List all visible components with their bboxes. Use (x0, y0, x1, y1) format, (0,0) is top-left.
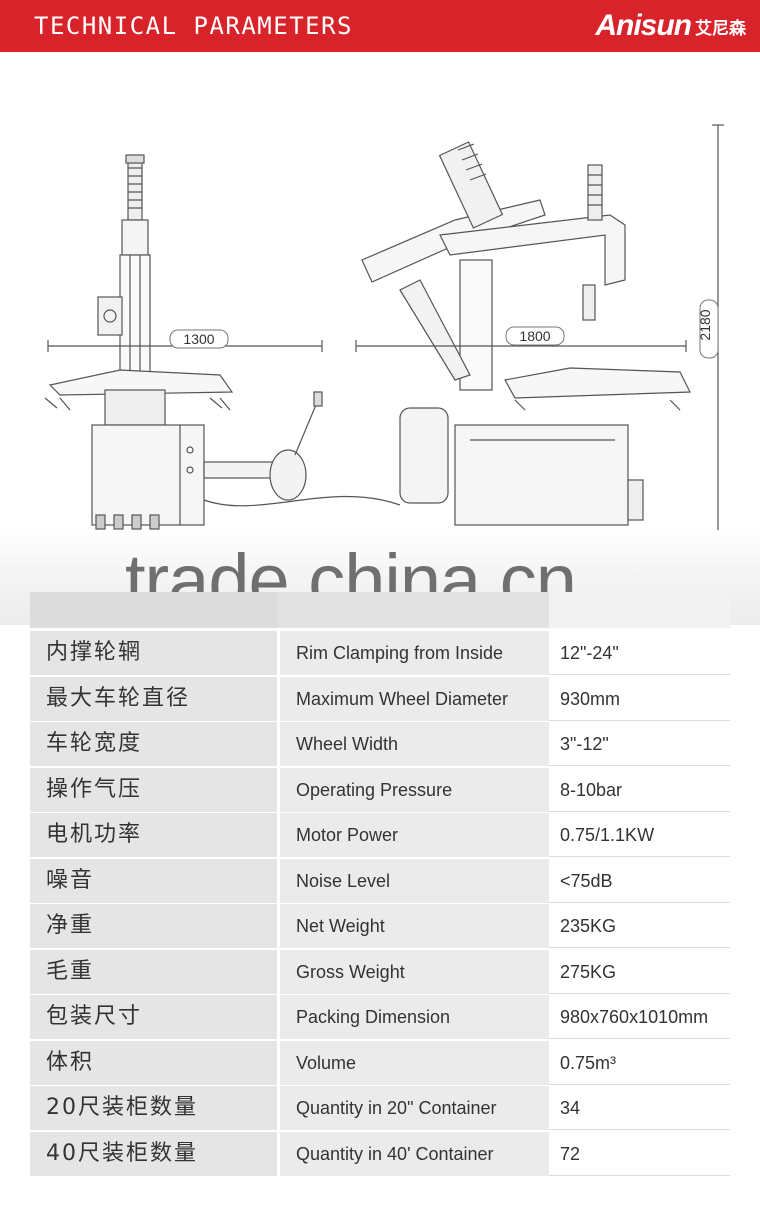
spec-label-en: Motor Power (280, 813, 549, 857)
spec-label-cn: 车轮宽度 (30, 722, 277, 766)
spec-value: 0.75m³ (549, 1040, 730, 1085)
spec-value: 275KG (549, 949, 730, 994)
dim-label-front: 1300 (183, 331, 214, 347)
dim-label-side: 1800 (519, 328, 550, 344)
dim-label-height: 2180 (697, 309, 713, 340)
spec-value: 72 (549, 1131, 730, 1176)
brand-logo-cjk: 艾尼森 (695, 18, 746, 38)
spec-value: <75dB (549, 858, 730, 903)
spec-label-en: Quantity in 20" Container (280, 1086, 549, 1130)
spec-label-cn: 净重 (30, 904, 277, 948)
front-view (44, 154, 401, 530)
spec-label-cn: 毛重 (30, 949, 277, 994)
spec-value: 930mm (549, 676, 730, 721)
spec-label-cn: 电机功率 (30, 813, 277, 857)
brand-logo: Anisun 艾尼森 (595, 8, 746, 44)
spec-label-en: Quantity in 40' Container (280, 1131, 549, 1176)
page-title: TECHNICAL PARAMETERS (34, 12, 353, 40)
spec-label-en: Maximum Wheel Diameter (280, 676, 549, 721)
spec-value: 8-10bar (549, 767, 730, 812)
machine-drawing: 1300 1800 2180 (44, 124, 724, 533)
spec-label-en: Wheel Width (280, 722, 549, 766)
spec-value: 980x760x1010mm (549, 995, 730, 1039)
spec-label-cn: 操作气压 (30, 767, 277, 812)
spec-label-cn: 包装尺寸 (30, 995, 277, 1039)
spec-label-en: Volume (280, 1040, 549, 1085)
spec-label-en: Operating Pressure (280, 767, 549, 812)
spec-label-cn: 体积 (30, 1040, 277, 1085)
brand-logo-latin: Anisun (595, 9, 692, 42)
spec-value: 12"-24" (549, 631, 730, 675)
spec-label-cn: 最大车轮直径 (30, 676, 277, 721)
spec-label-en: Noise Level (280, 858, 549, 903)
spec-label-cn: 噪音 (30, 858, 277, 903)
spec-value: 0.75/1.1KW (549, 813, 730, 857)
side-view (355, 124, 724, 533)
spec-label-en: Packing Dimension (280, 995, 549, 1039)
table-header-band (30, 592, 730, 628)
spec-value: 235KG (549, 904, 730, 948)
spec-label-en: Net Weight (280, 904, 549, 948)
spec-label-cn: 内撑轮辋 (30, 631, 277, 675)
spec-label-cn: 20尺装柜数量 (30, 1086, 277, 1130)
spec-label-en: Gross Weight (280, 949, 549, 994)
header-bar: TECHNICAL PARAMETERS Anisun 艾尼森 (0, 0, 760, 52)
spec-value: 3"-12" (549, 722, 730, 766)
spec-label-en: Rim Clamping from Inside (280, 631, 549, 675)
spec-value: 34 (549, 1086, 730, 1130)
spec-label-cn: 40尺装柜数量 (30, 1131, 277, 1176)
